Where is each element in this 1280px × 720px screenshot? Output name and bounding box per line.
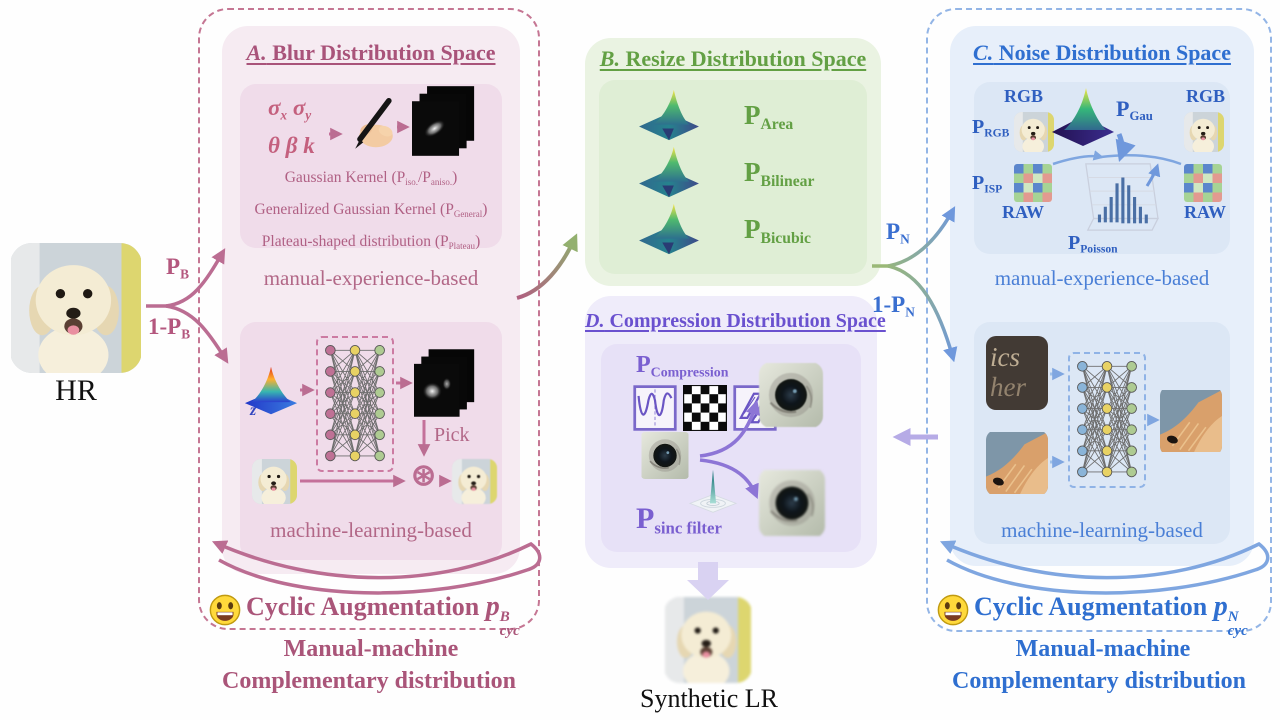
noise-footer-line2: Complementary distribution — [952, 668, 1246, 694]
p-bilinear-label: PBilinear — [744, 157, 815, 190]
hr-image — [10, 243, 142, 373]
dog-photo-icon — [1184, 112, 1224, 152]
dog-photo-icon — [1014, 112, 1054, 152]
compression-panel-title: D. Compression Distribution Space — [585, 310, 886, 332]
raw-left-label: RAW — [1002, 202, 1045, 222]
fur-photo-icon — [986, 430, 1048, 496]
blur-output-patch — [452, 459, 497, 504]
raw-right-label: RAW — [1184, 202, 1227, 222]
p-area-label: PArea — [744, 100, 794, 133]
gaussian-noise-surface-icon — [1050, 86, 1116, 148]
resize-surface-bicubic-icon — [636, 200, 702, 256]
blur-manual-caption: manual-experience-based — [263, 266, 479, 290]
dog-photo-icon — [252, 459, 297, 504]
blur-footer-line2: Complementary distribution — [222, 668, 516, 694]
fur-photo-icon — [1160, 386, 1222, 456]
smiley-icon — [936, 593, 970, 627]
rgb-right-label: RGB — [1186, 86, 1226, 106]
learned-kernel-stack-icon — [414, 348, 476, 418]
bayer-pattern-left — [1014, 164, 1052, 202]
neural-net-icon — [1070, 354, 1144, 486]
prob-noise-label: PN — [886, 219, 910, 247]
noise-manual-caption: manual-experience-based — [994, 266, 1210, 290]
compression-input-eye — [641, 432, 689, 479]
smiley-icon — [208, 593, 242, 627]
eye-photo-icon — [759, 468, 825, 538]
p-bicubic-label: PBicubic — [744, 214, 811, 247]
bayer-icon — [1014, 164, 1052, 202]
dog-photo-icon — [10, 243, 142, 373]
blur-input-patch — [252, 459, 297, 504]
noise-fur-patch-input — [986, 430, 1048, 496]
resize-panel-title: B. Resize Distribution Space — [599, 46, 867, 71]
prob-blur-label: PB — [166, 254, 189, 282]
noise-rgb-patch-left — [1014, 112, 1054, 152]
bayer-icon — [1184, 164, 1222, 202]
noise-generator-network — [1068, 352, 1146, 488]
resize-surface-bilinear-icon — [636, 143, 702, 199]
compression-output-eye-1 — [759, 362, 823, 428]
convolution-operator: ⊛ — [411, 459, 437, 492]
noise-rgb-patch-right — [1184, 112, 1224, 152]
noise-fur-patch-output — [1160, 386, 1222, 456]
p-isp-label: PISP — [972, 172, 1003, 196]
eye-photo-icon — [759, 362, 823, 428]
dog-photo-icon — [664, 597, 752, 683]
z-label: z — [250, 402, 257, 419]
p-gau-label: PGau — [1116, 96, 1153, 124]
hr-label: HR — [55, 374, 97, 407]
dog-photo-icon — [452, 459, 497, 504]
noise-panel-title: C. Noise Distribution Space — [973, 40, 1231, 65]
eye-photo-icon — [641, 432, 689, 479]
writing-hand-icon — [344, 92, 400, 156]
synthetic-lr-label: Synthetic LR — [640, 684, 778, 713]
bayer-pattern-right — [1184, 164, 1222, 202]
pick-label: Pick — [434, 424, 470, 446]
blur-panel-title: A. Blur Distribution Space — [246, 40, 496, 65]
synthetic-lr-image — [664, 597, 752, 683]
noise-footer-line1: Manual-machine — [1015, 636, 1191, 662]
compression-output-eye-2 — [759, 468, 825, 538]
p-poisson-label: PPoisson — [1068, 232, 1118, 256]
prob-one-minus-blur-label: 1-PB — [148, 314, 191, 342]
dct-wave-icon — [633, 385, 677, 431]
poisson-histogram-icon — [1076, 158, 1160, 236]
rgb-left-label: RGB — [1004, 86, 1044, 106]
blur-kernel-list: Gaussian Kernel (Piso./Paniso.) Generali… — [228, 164, 514, 260]
p-compression-label: PCompression — [636, 352, 729, 381]
noise-machine-caption: machine-learning-based — [1001, 518, 1203, 542]
checkerboard-icon — [683, 385, 727, 431]
blur-params: σx σy θ β k — [268, 95, 315, 159]
neural-net-icon — [318, 338, 392, 470]
resize-surface-area-icon — [636, 86, 702, 142]
kernel-line-generalized: Generalized Gaussian Kernel (PGeneral) — [254, 200, 488, 219]
blur-machine-caption: machine-learning-based — [270, 518, 472, 542]
p-sinc-filter-label: Psinc filter — [636, 502, 722, 538]
p-rgb-label: PRGB — [972, 116, 1010, 140]
kernel-line-plateau: Plateau-shaped distribution (PPlateau) — [261, 232, 481, 251]
kernel-line-gaussian: Gaussian Kernel (Piso./Paniso.) — [284, 169, 458, 187]
manual-kernel-stack-icon — [412, 86, 476, 156]
blur-generator-network — [316, 336, 394, 472]
blur-footer-line1: Manual-machine — [283, 636, 459, 662]
